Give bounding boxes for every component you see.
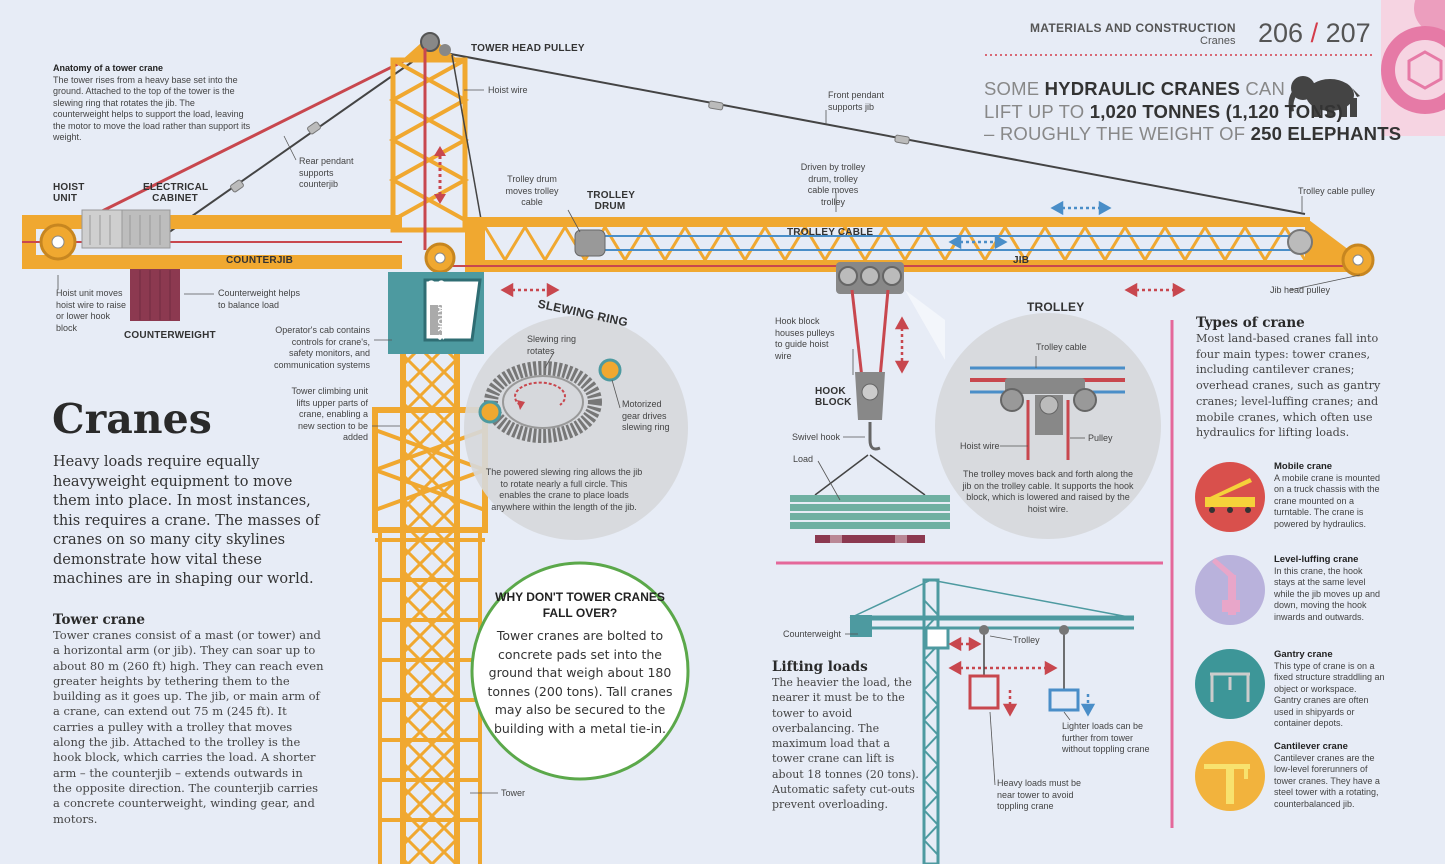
label-hoist-unit: HOIST UNIT xyxy=(53,182,85,204)
label-driven-by: Driven by trolley drum, trolley cable mo… xyxy=(800,162,866,207)
label-hook-block-note: Hook block houses pulleys to guide hoist… xyxy=(775,316,835,361)
anatomy-heading: Anatomy of a tower crane xyxy=(53,63,164,73)
label-trolley-cable-small: Trolley cable xyxy=(1036,342,1087,352)
label-tower: Tower xyxy=(501,788,526,798)
label-rear-pendant: Rear pendant supports counterjib xyxy=(299,156,354,189)
label-cab-note: Operator's cab contains controls for cra… xyxy=(273,325,370,370)
level-luffing-crane-icon xyxy=(1212,558,1240,615)
label-slewing-rotates: Slewing ring rotates xyxy=(527,334,577,356)
label-heavy-loads: Heavy loads must be near tower to avoid … xyxy=(997,778,1082,811)
mobile-crane-icon xyxy=(1205,478,1255,513)
lifting-section: Lifting loads The heavier the load, the … xyxy=(772,659,922,813)
type-item-cantilever: Cantilever crane Cantilever cranes are t… xyxy=(1274,741,1384,810)
why-heading: WHY DON'T TOWER CRANES FALL OVER? xyxy=(495,590,665,620)
anatomy-box: Anatomy of a tower crane The tower rises… xyxy=(53,63,253,144)
label-hook-block: HOOK BLOCK xyxy=(815,386,852,408)
label-trolley-cable: TROLLEY CABLE xyxy=(787,227,874,238)
types-text: Most land-based cranes fall into four ma… xyxy=(1196,332,1381,440)
label-trolley: TROLLEY xyxy=(1027,300,1085,314)
lifting-heading: Lifting loads xyxy=(772,659,868,675)
label-swivel-hook: Swivel hook xyxy=(792,432,841,442)
label-lifting-trolley: Trolley xyxy=(1013,635,1040,645)
why-text: Tower cranes are bolted to concrete pads… xyxy=(487,628,673,736)
type-item-level-luffing: Level-luffing crane In this crane, the h… xyxy=(1274,554,1384,623)
section-label: MATERIALS AND CONSTRUCTION xyxy=(1030,21,1236,35)
type-name: Gantry crane xyxy=(1274,649,1333,660)
type-item-mobile: Mobile crane A mobile crane is mounted o… xyxy=(1274,461,1384,530)
tower-crane-heading: Tower crane xyxy=(53,612,146,628)
page-title: Cranes xyxy=(52,395,212,443)
page-left: 206 xyxy=(1258,18,1304,48)
tower-crane-section: Tower crane Tower cranes consist of a ma… xyxy=(53,612,325,827)
type-text: A mobile crane is mounted on a truck cha… xyxy=(1274,472,1381,529)
label-jib: JIB xyxy=(1013,255,1030,266)
gear-icon xyxy=(1381,0,1445,136)
label-pulley: Pulley xyxy=(1088,433,1113,443)
subsection-label: Cranes xyxy=(1200,35,1236,47)
label-climbing-note: Tower climbing unit lifts upper parts of… xyxy=(291,386,368,442)
page-right: 207 xyxy=(1325,18,1371,48)
label-lifting-counterweight: Counterweight xyxy=(783,629,842,639)
fact-callout: SOME HYDRAULIC CRANES CAN LIFT UP TO 1,0… xyxy=(984,78,1402,144)
label-trolley-drum-note: Trolley drum moves trolley cable xyxy=(505,174,559,207)
label-front-pendant: Front pendant supports jib xyxy=(828,90,885,112)
label-trolley-cable-pulley: Trolley cable pulley xyxy=(1298,186,1375,196)
type-text: Cantilever cranes are the low-level fore… xyxy=(1274,752,1380,809)
trolley-caption: The trolley moves back and forth along t… xyxy=(962,469,1134,514)
page-separator: / xyxy=(1310,18,1319,48)
type-name: Cantilever crane xyxy=(1274,741,1348,752)
anatomy-text: The tower rises from a heavy base set in… xyxy=(53,74,251,143)
page-numbers: 206 / 207 xyxy=(1258,18,1371,49)
label-trolley-drum: TROLLEY DRUM xyxy=(587,190,636,212)
label-counterjib: COUNTERJIB xyxy=(226,255,294,266)
type-name: Mobile crane xyxy=(1274,461,1333,472)
label-load: Load xyxy=(793,454,814,464)
label-counterweight: COUNTERWEIGHT xyxy=(124,330,216,341)
label-lighter-loads: Lighter loads can be further from tower … xyxy=(1062,721,1150,754)
type-name: Level-luffing crane xyxy=(1274,554,1359,565)
label-motorized-gear: Motorized gear drives slewing ring xyxy=(622,399,670,432)
label-counterweight-note: Counterweight helps to balance load xyxy=(218,288,301,310)
gantry-crane-icon xyxy=(1210,672,1250,702)
types-heading: Types of crane xyxy=(1196,315,1305,331)
types-section: Types of crane Most land-based cranes fa… xyxy=(1196,315,1382,441)
elephant-icon xyxy=(1288,76,1360,117)
label-operators-cab: OPERATOR'S CAB xyxy=(426,280,446,341)
label-hoist-unit-note: Hoist unit moves hoist wire to raise or … xyxy=(56,288,127,333)
slewing-caption: The powered slewing ring allows the jib … xyxy=(485,467,643,512)
type-item-gantry: Gantry crane This type of crane is on a … xyxy=(1274,649,1386,730)
label-electrical-cabinet: ELECTRICAL CABINET xyxy=(143,182,209,204)
label-hoist-wire: Hoist wire xyxy=(488,85,528,95)
why-section: WHY DON'T TOWER CRANES FALL OVER? Tower … xyxy=(487,589,672,738)
intro-text: Heavy loads require equally heavyweight … xyxy=(53,454,320,587)
type-text: This type of crane is on a fixed structu… xyxy=(1274,660,1385,729)
label-jib-head-pulley: Jib head pulley xyxy=(1270,285,1331,295)
lifting-text: The heavier the load, the nearer it must… xyxy=(772,676,919,812)
tower-crane-text: Tower cranes consist of a mast (or tower… xyxy=(53,628,324,826)
label-hoist-wire-small: Hoist wire xyxy=(960,441,1000,451)
label-tower-head-pulley: TOWER HEAD PULLEY xyxy=(471,43,585,54)
type-text: In this crane, the hook stays at the sam… xyxy=(1274,565,1381,622)
cantilever-crane-icon xyxy=(1204,764,1250,804)
